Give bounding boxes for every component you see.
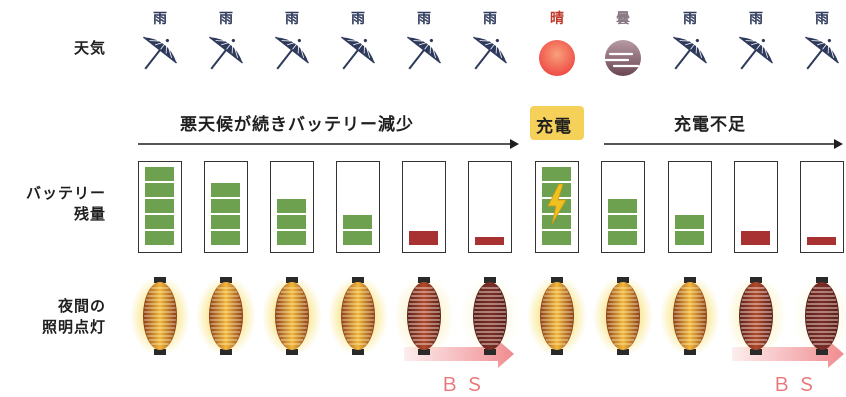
cloud-sun-icon	[604, 40, 641, 76]
lantern-icon	[527, 276, 587, 356]
battery-indicator	[468, 161, 512, 253]
battery-bar	[343, 215, 372, 230]
lantern-icon	[593, 276, 653, 356]
battery-row-label: バッテリー 残量	[14, 183, 106, 225]
battery-row-label-line1: バッテリー	[25, 184, 106, 202]
umbrella-icon	[406, 36, 442, 70]
battery-bar	[211, 231, 240, 246]
weather-label: 雨	[815, 11, 829, 27]
weather-label: 晴	[550, 11, 564, 27]
umbrella-icon	[208, 36, 244, 70]
battery-bar	[277, 231, 306, 246]
battery-row-label-line2: 残量	[73, 205, 106, 223]
battery-indicator	[800, 161, 844, 253]
bs-label-left: ＢＳ	[440, 374, 491, 396]
battery-bar	[277, 199, 306, 214]
bs-label-right: ＢＳ	[772, 374, 823, 396]
light-row-label-line2: 照明点灯	[41, 318, 106, 336]
battery-bar	[741, 231, 770, 246]
lantern-icon	[394, 276, 454, 356]
umbrella-icon	[340, 36, 376, 70]
battery-bar	[145, 183, 174, 198]
battery-bar	[145, 167, 174, 182]
battery-indicator	[535, 161, 579, 253]
battery-bar	[145, 215, 174, 230]
battery-bar	[211, 199, 240, 214]
battery-bar	[343, 231, 372, 246]
battery-indicator	[270, 161, 314, 253]
weather-label: 雨	[417, 11, 431, 27]
lantern-icon	[130, 276, 190, 356]
weather-label: 曇	[616, 11, 630, 27]
umbrella-icon	[672, 36, 708, 70]
sun-icon	[539, 40, 575, 76]
battery-bar	[145, 199, 174, 214]
insufficient-arrow	[604, 139, 843, 149]
battery-bar	[542, 231, 571, 246]
light-row-label: 夜間の 照明点灯	[14, 296, 106, 338]
battery-indicator	[668, 161, 712, 253]
battery-bar	[145, 231, 174, 246]
battery-bar	[608, 231, 637, 246]
battery-indicator	[402, 161, 446, 253]
lantern-icon	[460, 276, 520, 356]
lantern-icon	[328, 276, 388, 356]
weather-label: 雨	[153, 11, 167, 27]
battery-bar	[211, 215, 240, 230]
battery-bar	[608, 215, 637, 230]
insufficient-banner-text: 充電不足	[674, 115, 746, 135]
weather-label: 雨	[351, 11, 365, 27]
umbrella-icon	[274, 36, 310, 70]
battery-bar	[542, 167, 571, 182]
lantern-icon	[726, 276, 786, 356]
umbrella-icon	[804, 36, 840, 70]
battery-bar	[608, 199, 637, 214]
umbrella-icon	[142, 36, 178, 70]
battery-bar	[675, 231, 704, 246]
lantern-icon	[196, 276, 256, 356]
light-row-label-line1: 夜間の	[57, 297, 106, 315]
lightning-bolt-icon	[547, 184, 567, 224]
weather-row-label: 天気	[73, 39, 106, 57]
battery-indicator	[138, 161, 182, 253]
weather-label: 雨	[683, 11, 697, 27]
lantern-icon	[262, 276, 322, 356]
battery-bar	[475, 237, 504, 246]
charging-badge-label: 充電	[536, 117, 572, 137]
lantern-icon	[792, 276, 846, 356]
bad-weather-arrow	[138, 139, 519, 149]
battery-bar	[409, 231, 438, 246]
battery-indicator	[336, 161, 380, 253]
umbrella-icon	[472, 36, 508, 70]
battery-bar	[675, 215, 704, 230]
umbrella-icon	[738, 36, 774, 70]
battery-bar	[277, 215, 306, 230]
lantern-icon	[660, 276, 720, 356]
battery-bar	[211, 183, 240, 198]
battery-indicator	[204, 161, 248, 253]
battery-indicator	[734, 161, 778, 253]
weather-label: 雨	[749, 11, 763, 27]
battery-bar	[807, 237, 836, 246]
battery-bar	[542, 215, 571, 230]
bad-weather-banner-text: 悪天候が続きバッテリー減少	[180, 115, 414, 135]
weather-label: 雨	[219, 11, 233, 27]
weather-label: 雨	[285, 11, 299, 27]
charging-badge	[530, 106, 584, 140]
weather-label: 雨	[483, 11, 497, 27]
battery-indicator	[601, 161, 645, 253]
